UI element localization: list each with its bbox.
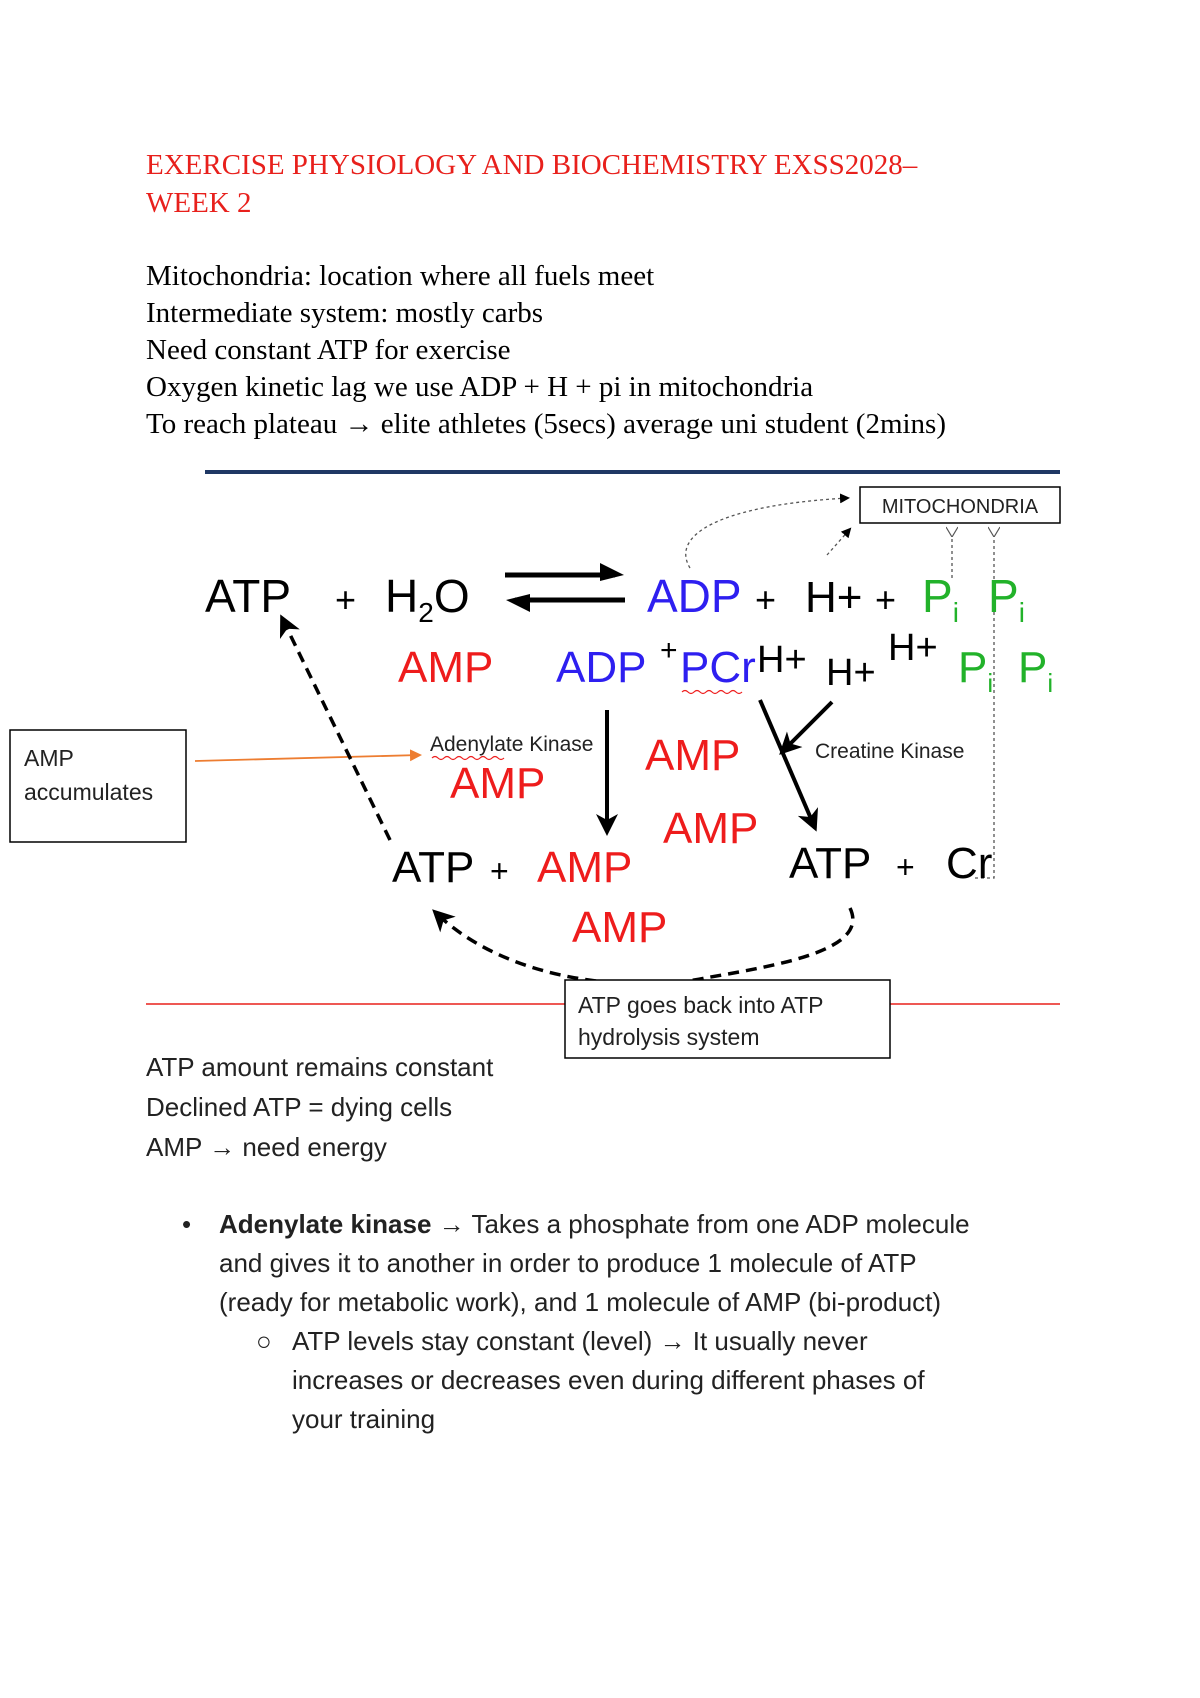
sub-bullet-suffix: It usually never (692, 1326, 868, 1356)
arrow-pcr-down (758, 699, 819, 832)
dotted-arrow-h-to-mito (826, 527, 852, 556)
plus-1: + (335, 579, 356, 620)
right-arrow-icon: → (344, 408, 374, 440)
dotted-line-pi-2 (975, 536, 994, 879)
bullet-term: Adenylate kinase (219, 1209, 432, 1239)
creatine-kinase-label: Creatine Kinase (815, 740, 964, 763)
adp-row2: ADP (556, 643, 646, 692)
amp-mid-2: AMP (663, 804, 758, 853)
adenylate-kinase-label: Adenylate Kinase (430, 733, 593, 756)
sub-bullet-circle-icon: ○ (256, 1326, 272, 1356)
note-line: Oxygen kinetic lag we use ADP + H + pi i… (146, 371, 814, 403)
pi-row2-2: Pi (1018, 643, 1053, 698)
h-plus-row2-c: H+ (888, 627, 938, 669)
plus-2: + (755, 579, 776, 620)
note-line: Mitochondria: location where all fuels m… (146, 260, 655, 292)
pi-top-2: Pi (988, 570, 1025, 628)
plus-pcr: + (660, 634, 678, 667)
mitochondria-box (859, 486, 1061, 524)
water-formula: H2O (385, 570, 470, 628)
summary-line: Declined ATP = dying cells (146, 1092, 453, 1122)
orange-arrow (194, 749, 422, 762)
sub-bullet-line-2: increases or decreases even during diffe… (292, 1365, 925, 1395)
right-arrow-icon: → (438, 1209, 465, 1239)
amp-bottom: AMP (537, 843, 632, 892)
sub-bullet-item: ○ ATP levels stay constant (level) → It … (146, 1322, 1086, 1439)
atp-bottom-right: ATP (789, 839, 871, 888)
amp-box-line-2: accumulates (24, 779, 153, 805)
h-plus-row2-b: H+ (826, 652, 876, 694)
bullet-text-2: and gives it to another in order to prod… (219, 1248, 917, 1278)
summary-notes: ATP amount remains constant Declined ATP… (146, 1047, 493, 1167)
note-line: Intermediate system: mostly carbs (146, 297, 544, 329)
amp-line-prefix: AMP (146, 1132, 202, 1162)
atp-top: ATP (205, 570, 291, 622)
pi-row2-1: Pi (958, 643, 993, 698)
summary-line-amp: AMP → need energy (146, 1127, 493, 1167)
atp-bottom-left: ATP (392, 843, 474, 892)
back-box-line-1: ATP goes back into ATP (578, 992, 823, 1018)
amp-line-suffix: need energy (242, 1132, 387, 1162)
amp-row3-left: AMP (450, 759, 545, 808)
note-line: Need constant ATP for exercise (146, 334, 511, 366)
pi-top-1: Pi (922, 570, 959, 628)
title-line-1: EXERCISE PHYSIOLOGY AND BIOCHEMISTRY EXS… (146, 149, 918, 181)
amp-row2: AMP (398, 643, 493, 692)
note-line-plateau: To reach plateau → elite athletes (5secs… (146, 406, 1106, 443)
intro-notes: Mitochondria: location where all fuels m… (146, 258, 1106, 443)
plateau-suffix: elite athletes (5secs) average uni stude… (380, 408, 947, 440)
plus-bottom-left: + (490, 853, 509, 889)
sub-bullet-line-3: your training (292, 1404, 436, 1434)
dashed-arrow-to-atp (279, 614, 392, 841)
bullet-dot-icon: • (182, 1209, 192, 1239)
summary-line: ATP amount remains constant (146, 1052, 494, 1082)
equilibrium-arrows (505, 563, 625, 612)
adenylate-spellcheck-underline (431, 755, 505, 761)
plus-bottom-right: + (896, 849, 915, 885)
h-plus-top: H+ (805, 573, 862, 622)
dashed-return-path (432, 907, 855, 986)
adp-top: ADP (647, 570, 742, 622)
right-arrow-icon: → (659, 1326, 686, 1356)
h-plus-row2-a: H+ (757, 639, 807, 681)
bullet-text-3: (ready for metabolic work), and 1 molecu… (219, 1287, 942, 1317)
plus-3: + (875, 579, 896, 620)
pcr-spellcheck-underline (681, 689, 743, 695)
document-title: EXERCISE PHYSIOLOGY AND BIOCHEMISTRY EXS… (146, 146, 1046, 222)
atp-goes-back-box (564, 979, 891, 1059)
bullet-text-1: Takes a phosphate from one ADP molecule (471, 1209, 970, 1239)
bullet-item: • Adenylate kinase → Takes a phosphate f… (146, 1205, 1086, 1322)
mitochondria-label: MITOCHONDRIA (882, 496, 1039, 518)
amp-box-line-1: AMP (24, 745, 74, 771)
plateau-prefix: To reach plateau (146, 408, 338, 440)
pcr: PCr (680, 643, 756, 692)
bullet-list: • Adenylate kinase → Takes a phosphate f… (146, 1205, 1086, 1439)
atp-system-diagram: MITOCHONDRIA ATP + H2O ADP + H+ + Pi Pi … (9, 470, 1061, 1059)
sub-bullet-prefix: ATP levels stay constant (level) (292, 1326, 653, 1356)
dotted-arrow-adp-to-mito (685, 493, 850, 569)
back-box-line-2: hydrolysis system (578, 1024, 759, 1050)
right-arrow-icon: → (209, 1132, 236, 1162)
amp-mid-1: AMP (645, 731, 740, 780)
cr: Cr (946, 839, 992, 888)
amp-bottom-2: AMP (572, 903, 667, 952)
title-line-2: WEEK 2 (146, 187, 252, 219)
arrow-h-into-ck (779, 700, 834, 755)
amp-accumulates-box (9, 729, 187, 843)
